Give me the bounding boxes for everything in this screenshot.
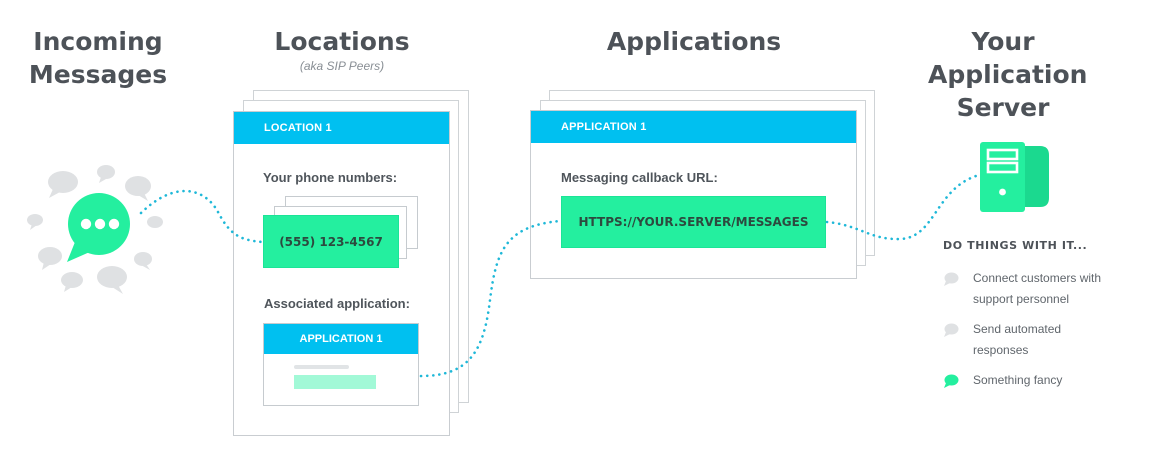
incoming-messages-title: Incoming Messages <box>28 27 168 89</box>
applications-title: Applications <box>606 27 782 56</box>
phone-numbers-label: Your phone numbers: <box>263 170 398 185</box>
server-icon <box>980 142 1049 212</box>
chat-bubble-gray-icon <box>944 272 959 286</box>
thing-item-3: Something fancy <box>943 370 1143 392</box>
placeholder-block <box>294 375 376 389</box>
associated-application-header: APPLICATION 1 <box>264 324 418 354</box>
thing-item-2: Send automated responses <box>943 319 1143 363</box>
chat-bubble-main-icon <box>67 193 130 262</box>
application-card-header: APPLICATION 1 <box>531 111 856 143</box>
do-things-heading: DO THINGS WITH IT... <box>943 239 1088 252</box>
incoming-messages-illustration <box>27 165 163 294</box>
locations-subtitle: (aka SIP Peers) <box>299 59 385 73</box>
thing-item-1: Connect customers with support personnel <box>943 268 1143 312</box>
connector-location-to-application <box>419 219 562 378</box>
associated-application-card[interactable]: APPLICATION 1 <box>263 323 419 406</box>
associated-application-label: Associated application: <box>264 296 410 311</box>
application-server-title: Your Application Server <box>928 27 1088 122</box>
callback-url-badge[interactable]: HTTPS://YOUR.SERVER/MESSAGES <box>561 196 826 248</box>
chat-bubble-green-icon <box>944 374 959 388</box>
phone-number-badge[interactable]: (555) 123-4567 <box>263 215 399 268</box>
chat-bubble-gray-icon <box>944 323 959 337</box>
location-card-header: LOCATION 1 <box>234 112 449 144</box>
application-card: APPLICATION 1 <box>530 110 857 279</box>
connector-messages-to-location <box>139 189 264 244</box>
callback-url-label: Messaging callback URL: <box>561 170 718 185</box>
chat-bubble-gray-icon <box>27 165 163 294</box>
placeholder-line <box>294 365 349 369</box>
connector-application-to-server <box>825 174 978 241</box>
locations-title: Locations <box>274 27 410 56</box>
